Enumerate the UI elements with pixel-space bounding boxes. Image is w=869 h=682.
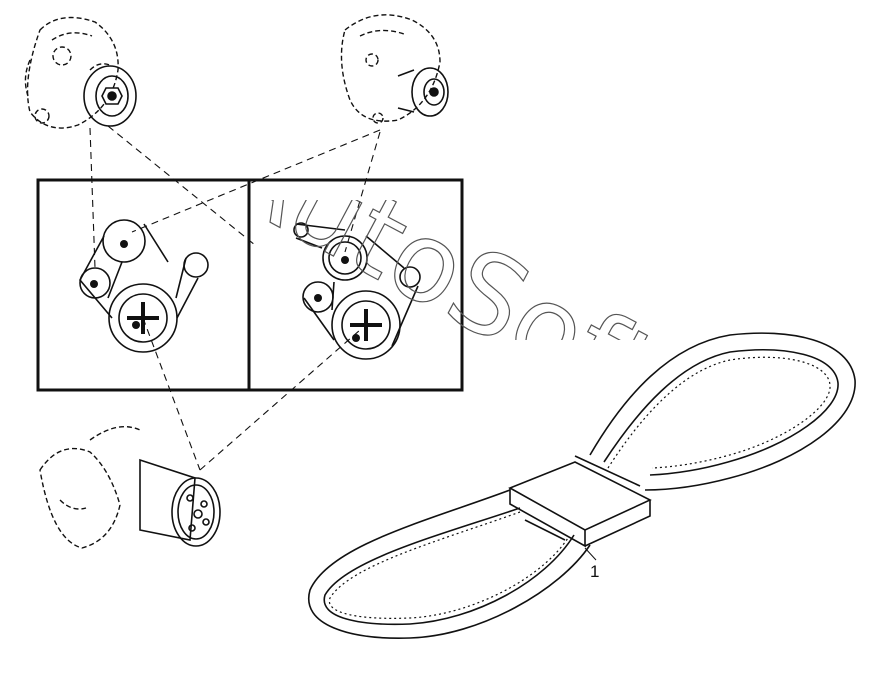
callout-leader-line (584, 547, 597, 561)
left-panel-belt-route (79, 219, 209, 353)
right-panel-belt-route (293, 222, 421, 360)
right-panel-crank-cross-icon (350, 309, 382, 341)
callout-label-belt: 1 (590, 562, 600, 581)
v-belt (307, 332, 856, 639)
right-panel-pulley-centers (314, 256, 360, 342)
leader-lines (89, 125, 381, 471)
left-panel-crank-cross-icon (127, 302, 159, 334)
routing-panels (36, 178, 464, 392)
crankshaft-pulley (139, 458, 221, 547)
power-steering-pump-illustration (24, 16, 119, 129)
crankshaft-illustration (39, 426, 141, 549)
left-panel-pulley-centers (90, 240, 140, 329)
water-pump-pulley (397, 67, 449, 117)
power-steering-pulley (83, 65, 137, 127)
